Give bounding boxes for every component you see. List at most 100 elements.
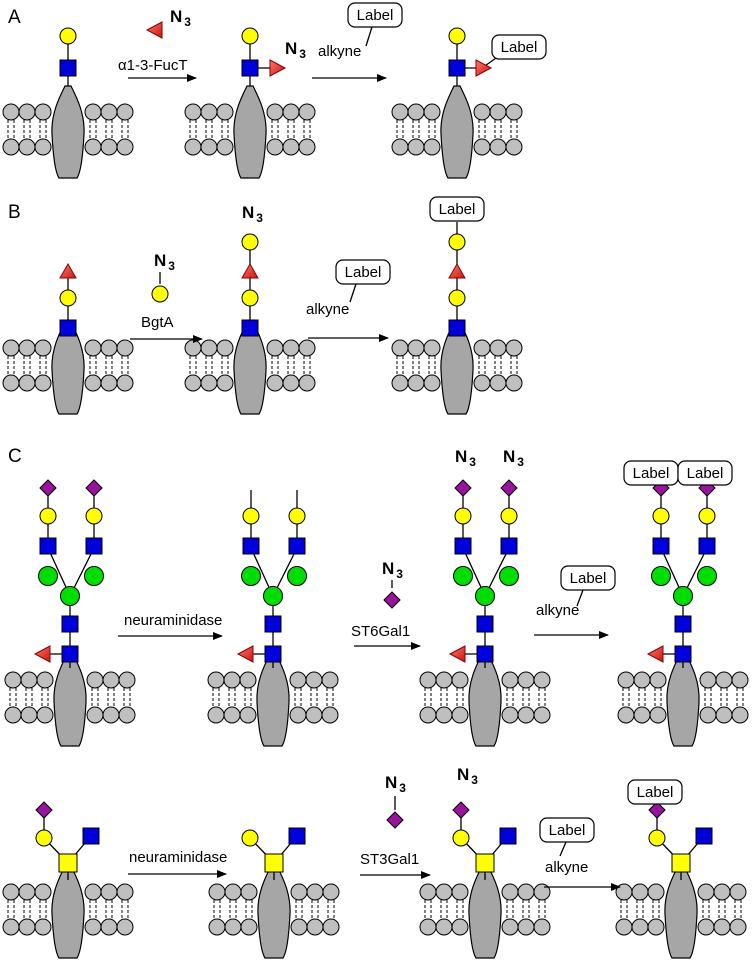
lipid-head: [391, 339, 409, 357]
lipid-head: [473, 103, 491, 121]
lipid-head: [501, 883, 519, 901]
lipid-head: [631, 883, 649, 901]
lipid-head: [517, 883, 535, 901]
lipid-head: [100, 103, 118, 121]
lipid-head: [207, 706, 225, 724]
lipid-head: [501, 671, 519, 689]
blue-square-icon: [698, 537, 716, 555]
enzyme-d2: ST3Gal1: [360, 851, 419, 868]
lipid-head: [298, 138, 316, 156]
lipid-bilayer: [2, 85, 134, 179]
lipid-head: [306, 883, 324, 901]
lipid-head: [633, 706, 651, 724]
lipid-head: [18, 374, 36, 392]
membrane-protein: [51, 85, 85, 179]
label-tag-c4a: Label: [633, 465, 670, 482]
lipid-head: [116, 103, 134, 121]
lipid-head: [2, 883, 20, 901]
yellow-circle-icon: [448, 27, 466, 45]
lipid-head: [2, 374, 20, 392]
lipid-head: [473, 138, 491, 156]
label-box: [677, 460, 733, 486]
lipid-head: [184, 103, 202, 121]
yellow-circle-icon: [59, 289, 77, 307]
lipid-head: [34, 339, 52, 357]
lipid-head: [533, 883, 551, 901]
membrane-protein: [51, 321, 85, 415]
blue-square-icon: [476, 615, 494, 633]
lipid-head: [391, 138, 409, 156]
yellow-square-icon: [264, 853, 284, 873]
lipid-bilayer: [2, 865, 134, 959]
blue-square-icon: [454, 537, 472, 555]
lipid-head: [647, 883, 665, 901]
purple-diamond-icon: [85, 479, 103, 497]
yellow-circle-icon: [241, 829, 259, 847]
yellow-circle-icon: [288, 507, 306, 525]
lipid-head: [473, 339, 491, 357]
lipid-head: [184, 138, 202, 156]
lipid-head: [240, 883, 258, 901]
lipid-bilayer: [208, 865, 340, 959]
membrane-protein: [440, 85, 474, 179]
blue-square-icon: [652, 537, 670, 555]
lipid-head: [282, 138, 300, 156]
lipid-head: [729, 918, 747, 936]
lipid-head: [533, 671, 551, 689]
lipid-head: [116, 339, 134, 357]
label-box: [539, 817, 595, 843]
lipid-head: [305, 706, 323, 724]
yellow-circle-icon: [35, 829, 53, 847]
lipid-head: [615, 918, 633, 936]
lipid-head: [18, 138, 36, 156]
membrane-protein: [468, 653, 502, 747]
lipid-head: [715, 671, 733, 689]
lipid-head: [697, 883, 715, 901]
red-triangle-icon: [475, 59, 493, 77]
purple-diamond-icon: [39, 479, 57, 497]
lipid-head: [419, 883, 437, 901]
lipid-head: [533, 918, 551, 936]
membranes: [2, 85, 749, 959]
lipid-head: [423, 339, 441, 357]
green-circle-icon: [475, 586, 495, 606]
blue-square-icon: [499, 827, 517, 845]
lipid-head: [216, 374, 234, 392]
membrane-protein: [440, 321, 474, 415]
green-circle-icon: [499, 566, 519, 586]
sugar-residues: [33, 21, 717, 873]
lipid-head: [223, 671, 241, 689]
lipid-head: [100, 918, 118, 936]
panel-c-label: C: [8, 446, 22, 467]
lipid-head: [435, 706, 453, 724]
red-triangle-icon: [236, 645, 254, 663]
enzyme-a1: α1-3-FucT: [118, 57, 188, 74]
lipid-bilayer: [2, 321, 134, 415]
blue-square-icon: [59, 319, 77, 337]
lipid-bilayer: [391, 321, 523, 415]
lipid-head: [86, 671, 104, 689]
lipid-head: [489, 103, 507, 121]
enzyme-c2: ST6Gal1: [351, 623, 410, 640]
green-circle-icon: [241, 566, 261, 586]
membrane-protein: [256, 653, 290, 747]
lipid-head: [617, 671, 635, 689]
label-connector: [349, 283, 357, 303]
lipid-head: [699, 671, 717, 689]
label-box: [335, 259, 391, 285]
lipid-head: [4, 671, 22, 689]
purple-diamond-icon: [383, 591, 401, 609]
blue-square-icon: [39, 537, 57, 555]
lipid-head: [116, 883, 134, 901]
lipid-head: [266, 374, 284, 392]
lipid-head: [289, 671, 307, 689]
label-tag-b-reagent: Label: [345, 264, 382, 281]
yellow-circle-icon: [241, 27, 259, 45]
label-tag-d4: Label: [637, 784, 674, 801]
lipid-head: [100, 883, 118, 901]
label-tag-d-reagent: Label: [549, 822, 586, 839]
lipid-head: [435, 918, 453, 936]
